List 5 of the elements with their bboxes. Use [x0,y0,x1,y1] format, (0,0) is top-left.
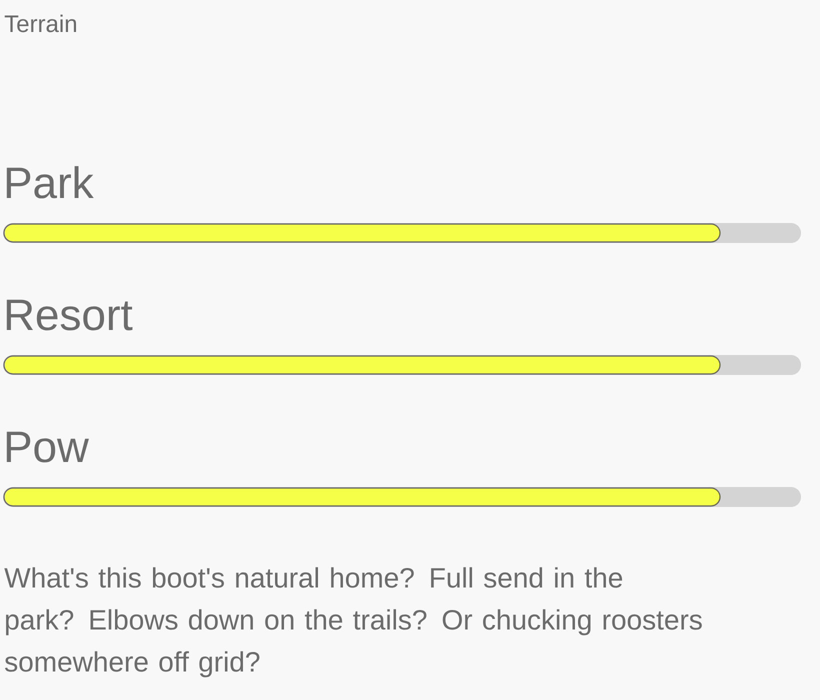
bar-label: Park [6,166,94,198]
section-title: Terrain [4,14,76,32]
description-text: What's this boot's natural home? Full send in the park? Elbows down on the trails? Or chucking roosters somewhere off grid? [4,567,702,678]
bar-label: Resort [6,300,132,330]
bar-label: Pow [6,432,89,462]
